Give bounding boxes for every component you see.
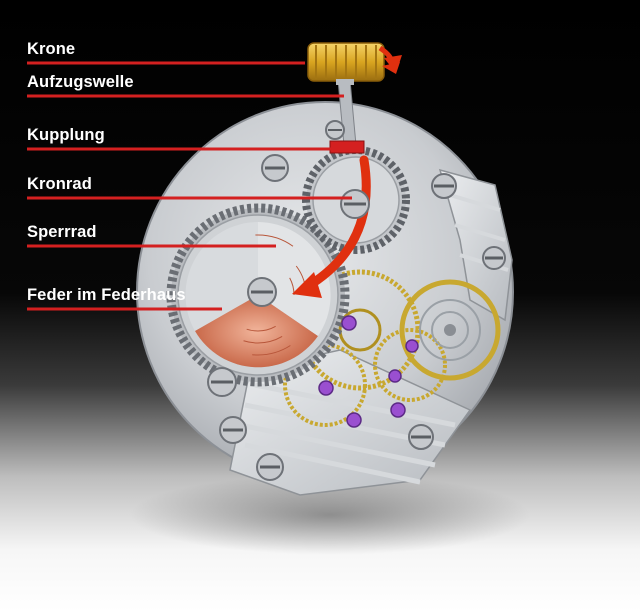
movement-shadow	[130, 475, 530, 555]
screw-icon	[482, 246, 506, 270]
screw-icon	[261, 154, 289, 182]
label-aufzugswelle: Aufzugswelle	[27, 73, 134, 91]
crown-icon	[307, 42, 385, 85]
label-sperrrad: Sperrrad	[27, 223, 97, 241]
mainspring	[185, 222, 331, 368]
gear-icon	[283, 343, 367, 427]
screw-icon	[207, 367, 237, 397]
screw-icon	[408, 424, 434, 450]
jewel-icon	[390, 402, 406, 418]
leader-lines	[27, 61, 352, 311]
jewel-icon	[341, 315, 357, 331]
screws	[207, 120, 506, 481]
flow-arrow-icon	[292, 155, 371, 298]
jewel-icon	[405, 339, 419, 353]
label-feder-im-federhaus: Feder im Federhaus	[27, 286, 186, 304]
label-krone: Krone	[27, 40, 76, 58]
screw-icon	[325, 120, 345, 140]
label-kupplung: Kupplung	[27, 126, 105, 144]
screw-icon	[431, 173, 457, 199]
jewels	[318, 315, 419, 428]
rotation-arrow-icon	[378, 45, 402, 74]
jewel-icon	[318, 380, 334, 396]
screw-icon	[219, 416, 247, 444]
clutch	[329, 140, 365, 154]
jewel-icon	[346, 412, 362, 428]
jewel-icon	[388, 369, 402, 383]
label-kronrad: Kronrad	[27, 175, 92, 193]
gear-icon	[373, 328, 447, 402]
balance-wheel	[399, 279, 501, 381]
screw-icon	[256, 453, 284, 481]
screw-icon	[247, 277, 277, 307]
screw-icon	[340, 189, 370, 219]
